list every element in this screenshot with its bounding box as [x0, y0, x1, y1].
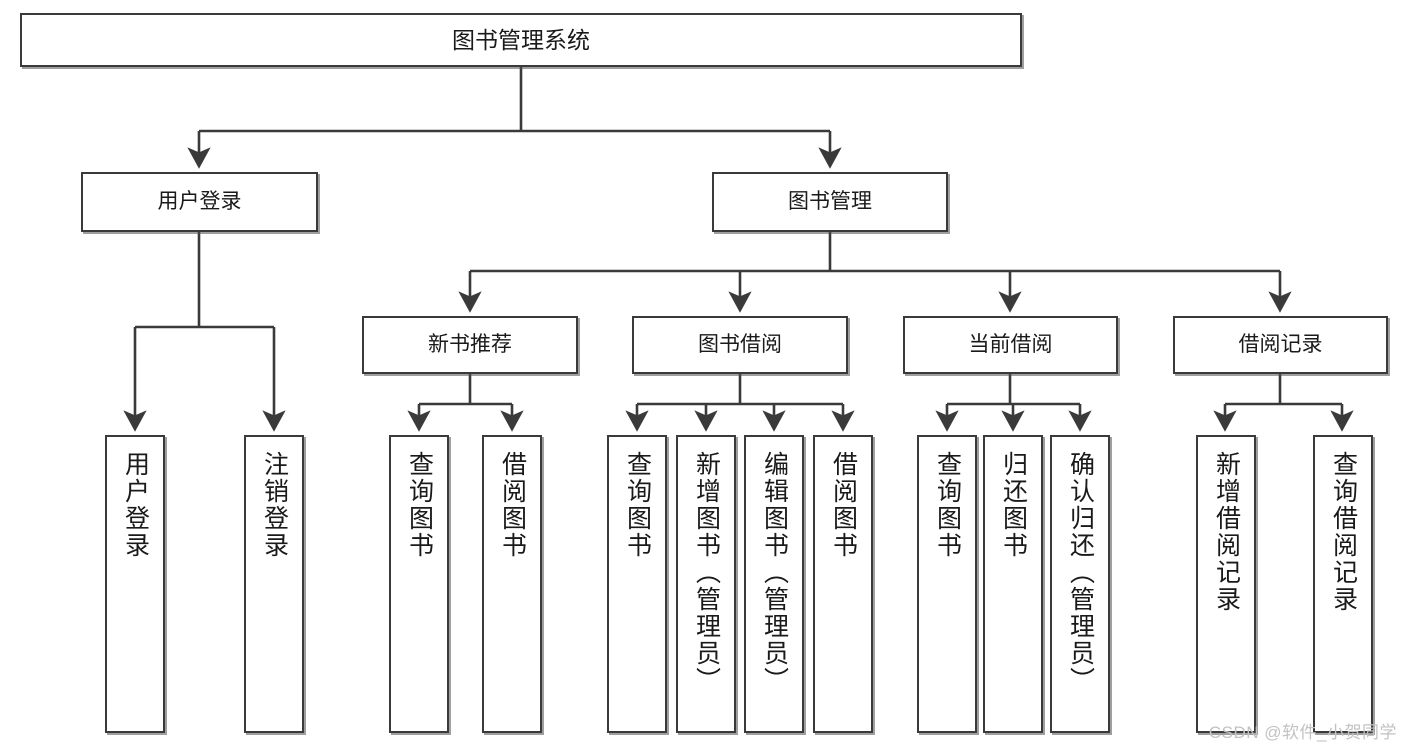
node-root-label: 图书管理系统	[452, 26, 590, 53]
watermark: CSDN @软件_小贺同学	[1208, 723, 1397, 742]
leaf-add-record-label: 新增借阅记录	[1212, 451, 1241, 613]
leaf-borrow-book-1-label: 借阅图书	[498, 451, 527, 559]
leaf-logout-label: 注销登录	[260, 451, 289, 559]
node-user-login-label: 用户登录	[157, 189, 242, 213]
leaf-query-book-2[interactable]: 查询图书	[607, 435, 667, 733]
leaf-confirm-return[interactable]: 确认归还（管理员）	[1050, 435, 1110, 733]
node-book-borrow-label: 图书借阅	[698, 332, 782, 356]
leaf-query-record[interactable]: 查询借阅记录	[1313, 435, 1373, 733]
node-root[interactable]: 图书管理系统	[20, 13, 1022, 67]
node-book-borrow[interactable]: 图书借阅	[632, 316, 848, 374]
leaf-query-book-1-label: 查询图书	[405, 451, 434, 559]
leaf-return-book[interactable]: 归还图书	[983, 435, 1043, 733]
leaf-borrow-book-1[interactable]: 借阅图书	[482, 435, 542, 733]
leaf-edit-book[interactable]: 编辑图书（管理员）	[744, 435, 804, 733]
leaf-add-book[interactable]: 新增图书（管理员）	[676, 435, 736, 733]
node-book-manage[interactable]: 图书管理	[712, 172, 948, 232]
leaf-query-book-1[interactable]: 查询图书	[389, 435, 449, 733]
leaf-borrow-book-2[interactable]: 借阅图书	[813, 435, 873, 733]
leaf-return-book-label: 归还图书	[999, 451, 1028, 559]
leaf-query-book-3-label: 查询图书	[933, 451, 962, 559]
leaf-query-book-2-label: 查询图书	[623, 451, 652, 559]
node-new-book-recommend-label: 新书推荐	[428, 332, 512, 356]
leaf-edit-book-label: 编辑图书（管理员）	[760, 451, 789, 694]
node-borrow-record[interactable]: 借阅记录	[1173, 316, 1388, 374]
leaf-confirm-return-label: 确认归还（管理员）	[1066, 451, 1095, 694]
leaf-add-record[interactable]: 新增借阅记录	[1196, 435, 1256, 733]
leaf-logout[interactable]: 注销登录	[244, 435, 304, 733]
node-book-manage-label: 图书管理	[788, 189, 872, 213]
leaf-add-book-label: 新增图书（管理员）	[692, 451, 721, 694]
node-borrow-record-label: 借阅记录	[1238, 332, 1323, 356]
node-current-borrow[interactable]: 当前借阅	[903, 316, 1118, 374]
leaf-query-record-label: 查询借阅记录	[1329, 451, 1358, 613]
leaf-user-login[interactable]: 用户登录	[105, 435, 165, 733]
node-user-login[interactable]: 用户登录	[81, 172, 318, 232]
leaf-user-login-label: 用户登录	[121, 451, 150, 559]
leaf-query-book-3[interactable]: 查询图书	[917, 435, 977, 733]
node-current-borrow-label: 当前借阅	[968, 332, 1053, 356]
node-new-book-recommend[interactable]: 新书推荐	[362, 316, 578, 374]
leaf-borrow-book-2-label: 借阅图书	[829, 451, 858, 559]
